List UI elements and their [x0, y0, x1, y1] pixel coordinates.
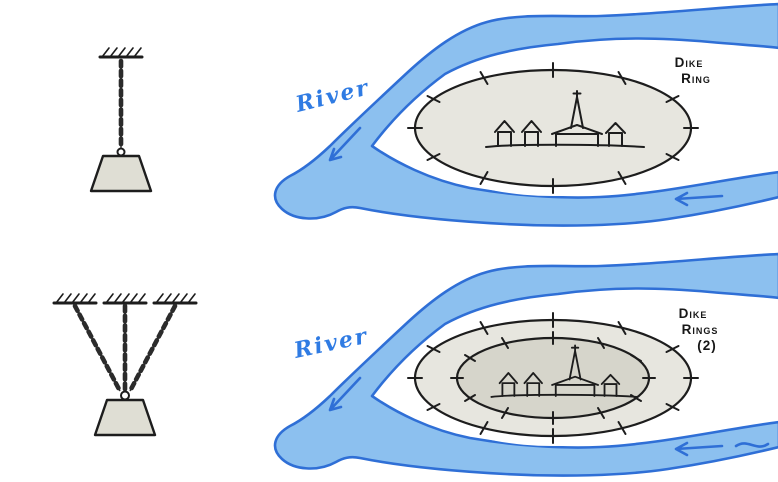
- dike-rings-label-line1: Dike: [679, 306, 708, 321]
- dike-ring: [413, 68, 693, 188]
- inner-dike-ring: [455, 336, 651, 420]
- ceiling-support-right: [152, 292, 198, 305]
- ceiling-support-middle: [102, 292, 148, 305]
- chain-left: [72, 303, 123, 394]
- figure-dike-rings-2: River Dike Rings (2): [273, 252, 778, 477]
- dike-ring-label-line1: Dike: [675, 55, 704, 70]
- attachment-ring: [120, 390, 130, 401]
- dike-ring-label-line2: Ring: [681, 71, 711, 86]
- river-label: River: [292, 74, 372, 118]
- current-squiggle: [734, 442, 770, 448]
- dike-rings-label-line3: (2): [697, 338, 717, 353]
- weight: [89, 154, 153, 193]
- chain-right: [127, 303, 178, 394]
- ceiling-support-left: [52, 292, 98, 305]
- ceiling-support: [98, 46, 144, 59]
- river-label: River: [291, 323, 371, 364]
- figure-triple-chain: [52, 292, 198, 437]
- figure-single-chain: [89, 46, 153, 193]
- inner-dike-ring-ticks: [450, 331, 656, 425]
- attachment-ring: [116, 147, 126, 157]
- figure-dike-ring: River Dike Ring: [273, 2, 778, 227]
- dike-rings-label-line2: Rings: [682, 322, 719, 337]
- weight: [93, 398, 157, 437]
